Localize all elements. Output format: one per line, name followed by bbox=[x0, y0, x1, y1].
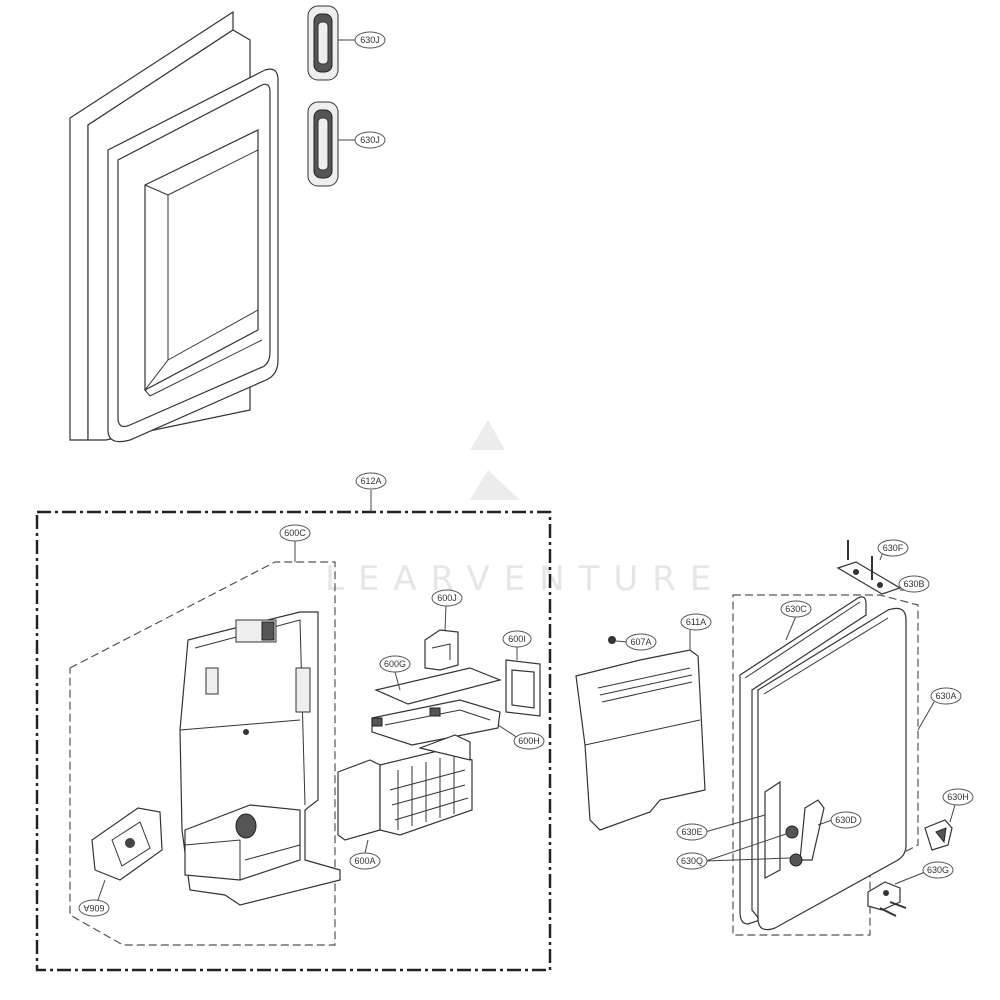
part-600I: 600I bbox=[502, 630, 541, 717]
label-630J-bottom: 630J bbox=[360, 135, 380, 145]
label-630B: 630B bbox=[903, 579, 924, 589]
part-630J-top: 630J bbox=[307, 5, 386, 81]
part-630Q: 630Q bbox=[676, 825, 803, 870]
label-612A: 612A bbox=[360, 476, 381, 486]
part-630C: 630C bbox=[739, 596, 867, 925]
part-630J-bottom: 630J bbox=[307, 101, 386, 187]
part-606A: 606A bbox=[78, 807, 163, 917]
label-600I: 600I bbox=[508, 634, 526, 644]
label-600G: 600G bbox=[384, 659, 406, 669]
label-630G: 630G bbox=[927, 865, 949, 875]
part-630G: 630G bbox=[867, 861, 954, 917]
assembly-612A: 612A bbox=[35, 472, 552, 972]
label-630F: 630F bbox=[883, 543, 904, 553]
part-630F: 630F bbox=[836, 539, 909, 595]
label-630H: 630H bbox=[947, 792, 969, 802]
part-630A: 630A bbox=[917, 687, 962, 731]
part-630B: 630B bbox=[898, 575, 930, 593]
label-606A: 606A bbox=[83, 903, 104, 913]
ice-door-panel bbox=[757, 607, 907, 931]
label-630D: 630D bbox=[835, 815, 857, 825]
label-600H: 600H bbox=[518, 736, 540, 746]
part-611A: 611A bbox=[575, 613, 712, 831]
label-607A: 607A bbox=[630, 637, 651, 647]
label-600C: 600C bbox=[284, 528, 306, 538]
part-600J: 600J bbox=[424, 589, 463, 671]
watermark: LEARVENTURE bbox=[325, 420, 725, 599]
label-611A: 611A bbox=[686, 617, 706, 627]
assembly-600C: 600C bbox=[69, 524, 336, 946]
part-607A: 607A bbox=[608, 633, 657, 651]
dispenser-frame bbox=[179, 611, 341, 906]
part-600A: 600A bbox=[337, 734, 473, 870]
part-630D: 630D bbox=[799, 799, 862, 861]
part-630E: 630E bbox=[676, 780, 781, 879]
label-630J-top: 630J bbox=[360, 35, 380, 45]
watermark-text: LEARVENTURE bbox=[325, 559, 725, 599]
label-630C: 630C bbox=[785, 604, 807, 614]
part-630H: 630H bbox=[924, 788, 974, 851]
part-600G: 600G bbox=[374, 655, 502, 705]
label-600J: 600J bbox=[437, 593, 457, 603]
label-630A: 630A bbox=[935, 691, 956, 701]
label-630E: 630E bbox=[681, 827, 702, 837]
label-630Q: 630Q bbox=[681, 856, 703, 866]
fridge-door bbox=[69, 10, 279, 443]
part-600H: 600H bbox=[371, 699, 545, 750]
label-600A: 600A bbox=[354, 856, 375, 866]
